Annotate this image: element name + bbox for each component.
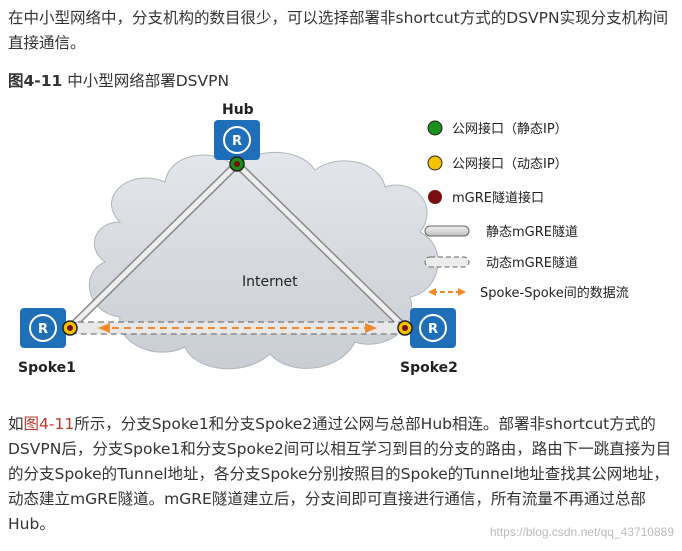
spoke1-label: Spoke1 [18, 360, 76, 376]
figure-number: 图4-11 [8, 72, 63, 90]
hub-mgre-interface [234, 161, 240, 167]
legend-data-flow: Spoke-Spoke间的数据流 [480, 285, 629, 301]
legend-static-ip: 公网接口（静态IP） [452, 121, 568, 137]
spoke1-router-icon: R [20, 308, 66, 348]
legend-mgre-swatch [428, 190, 442, 204]
body-prefix: 如 [8, 415, 24, 433]
static-tunnel-hub-spoke2 [233, 160, 409, 332]
legend-static-ip-swatch [427, 120, 443, 136]
figure-caption: 图4-11 中小型网络部署DSVPN [8, 70, 229, 92]
hub-router-icon: R [214, 120, 260, 160]
dynamic-tunnel-spoke1-spoke2 [71, 321, 405, 335]
intro-paragraph: 在中小型网络中，分支机构的数目很少，可以选择部署非shortcut方式的DSVP… [8, 9, 669, 52]
diagram-legend: 公网接口（静态IP） 公网接口（动态IP） mGRE隧道接口 静态mGRE隧道 … [424, 120, 629, 301]
internet-label: Internet [242, 274, 298, 290]
hub-label: Hub [222, 102, 254, 118]
legend-mgre: mGRE隧道接口 [452, 190, 544, 206]
svg-text:R: R [428, 322, 438, 337]
static-tunnel-hub-spoke1 [66, 160, 241, 332]
svg-text:R: R [38, 322, 48, 337]
legend-dynamic-tunnel: 动态mGRE隧道 [486, 255, 578, 271]
spoke2-router-icon: R [410, 308, 456, 348]
figure-title: 中小型网络部署DSVPN [67, 72, 230, 90]
body-paragraph: 如图4-11所示，分支Spoke1和分支Spoke2通过公网与总部Hub相连。部… [8, 412, 672, 537]
legend-static-tunnel: 静态mGRE隧道 [486, 224, 578, 240]
legend-static-tunnel-swatch [424, 225, 470, 237]
spoke2-mgre-interface [402, 325, 408, 331]
spoke2-label: Spoke2 [400, 360, 458, 376]
legend-dynamic-tunnel-swatch [424, 256, 470, 268]
spoke1-mgre-interface [67, 325, 73, 331]
legend-dynamic-ip-swatch [427, 155, 443, 171]
svg-text:R: R [232, 134, 242, 149]
body-text: 所示，分支Spoke1和分支Spoke2通过公网与总部Hub相连。部署非shor… [8, 415, 672, 533]
watermark: https://blog.csdn.net/qq_43710889 [489, 525, 674, 539]
legend-dynamic-ip: 公网接口（动态IP） [452, 156, 568, 172]
legend-data-flow-swatch [428, 288, 466, 296]
dsvpn-topology-diagram: Internet R Hub R Spoke1 R Spoke2 [18, 102, 629, 376]
figure-link[interactable]: 图4-11 [23, 415, 75, 433]
